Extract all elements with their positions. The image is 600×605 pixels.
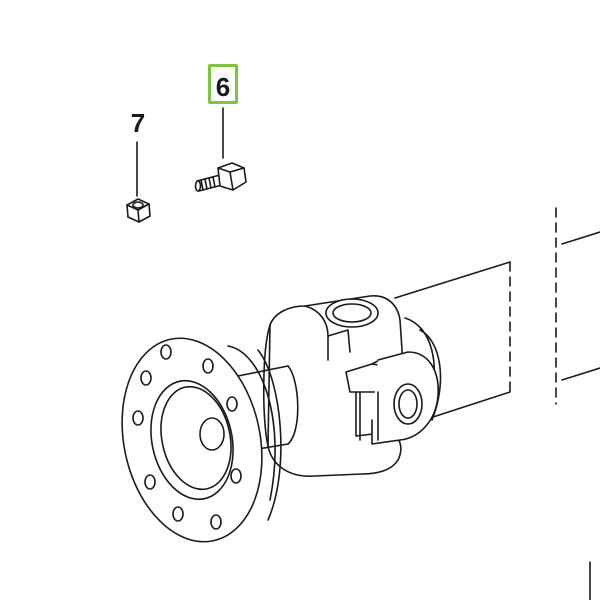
flange-hole	[226, 396, 238, 412]
callout-6[interactable]: 6	[208, 64, 238, 104]
flange-hole	[160, 344, 172, 360]
flange-hole	[172, 506, 184, 522]
bolt-part-6[interactable]	[194, 162, 247, 192]
flange-hole	[144, 474, 156, 490]
flange-hole	[210, 514, 222, 530]
flange	[121, 337, 282, 543]
nut-part-7[interactable]	[126, 198, 151, 223]
flange-hole	[230, 468, 242, 484]
flange-hole	[202, 358, 214, 374]
flange-hole	[140, 370, 152, 386]
callout-7[interactable]: 7	[130, 108, 146, 138]
universal-joint	[262, 295, 439, 477]
flange-hole	[132, 410, 144, 426]
